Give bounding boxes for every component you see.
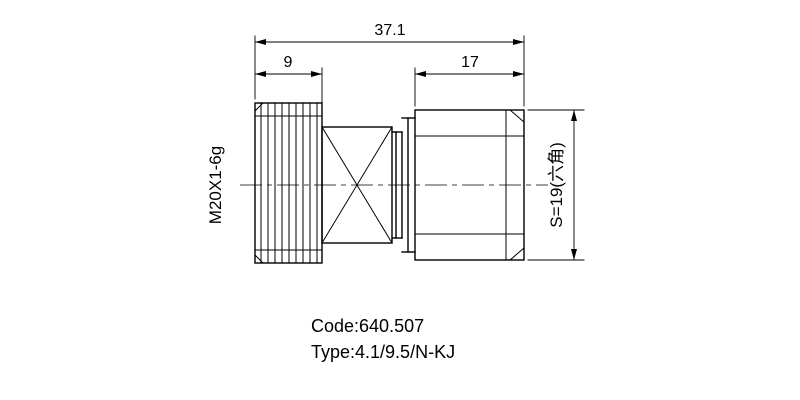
note-type-text: Type:4.1/9.5/N-KJ	[311, 342, 455, 362]
thread-chamfer-top	[254, 102, 264, 112]
dim-overall-length-text: 37.1	[374, 22, 405, 39]
thread-spec-label-text: M20X1-6g	[206, 146, 225, 224]
hex-size-label-text: S=19(六角)	[547, 142, 566, 228]
dimension-left-section: 9	[254, 54, 323, 77]
note-code-text: Code:640.507	[311, 316, 424, 336]
thread-chamfer-bottom	[254, 254, 264, 264]
dimension-right-section: 17	[414, 54, 525, 77]
dimension-annotations: 37.1 9 17 S=19(六角) M20X1-6g	[206, 22, 585, 261]
dimension-overall-length: 37.1	[254, 22, 525, 45]
thread-hatching	[260, 102, 318, 264]
connector-body	[240, 102, 548, 264]
dim-left-section-text: 9	[284, 54, 293, 71]
threaded-section	[254, 102, 323, 264]
dimension-hex-size: S=19(六角)	[527, 109, 585, 261]
dim-right-section-text: 17	[461, 54, 479, 71]
drawing-notes: Code:640.507 Type:4.1/9.5/N-KJ	[311, 316, 455, 362]
hex-end-chamfer-top	[509, 109, 525, 123]
hex-end-chamfer-bottom	[509, 247, 525, 261]
